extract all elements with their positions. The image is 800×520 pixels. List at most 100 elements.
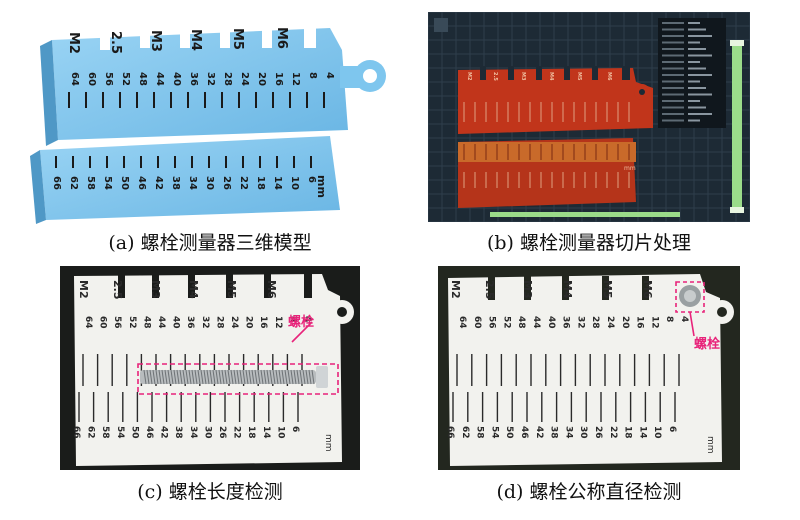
lower-scale-label-3d: 30 (204, 176, 215, 190)
lower-scale-label-photo: 54 (489, 426, 499, 439)
slot-label-photo: M3 (149, 280, 162, 299)
lower-scale-label-3d: 46 (136, 176, 147, 190)
caption-d: (d) 螺栓公称直径检测 (496, 481, 682, 503)
lower-scale-label-3d: 62 (68, 176, 79, 190)
upper-scale-label-photo: 60 (472, 316, 482, 329)
upper-scale-label-3d: 64 (69, 72, 80, 86)
lower-scale-label-photo: 54 (115, 426, 125, 439)
upper-scale-label-photo: 56 (487, 316, 497, 329)
lower-scale-label-photo: 10 (275, 426, 285, 439)
upper-scale-label-photo: 12 (649, 316, 659, 329)
upper-scale-label-photo: 48 (516, 316, 526, 329)
upper-scale-label-photo: 40 (171, 316, 181, 329)
lower-scale-label-photo: 34 (188, 426, 198, 439)
upper-scale-label-3d: 4 (324, 72, 335, 79)
lower-scale-label-photo: 62 (460, 426, 470, 439)
lower-scale-label-photo: 18 (246, 426, 256, 439)
annotation-leader-d (689, 311, 695, 337)
lower-scale-label-photo: 42 (159, 426, 169, 439)
slot-label-slicer: M5 (576, 72, 582, 81)
lower-scale-label-photo: 46 (519, 426, 529, 439)
sliced-part-upper (458, 68, 653, 134)
upper-scale-label-photo: 32 (200, 316, 210, 329)
lower-scale-label-photo: 30 (202, 426, 212, 439)
lower-scale-label-photo: 18 (623, 426, 633, 439)
layer-progress-bar[interactable] (490, 212, 680, 217)
slot-label-3d: M5 (230, 28, 245, 50)
printed-gauge-d (448, 274, 722, 466)
lower-scale-label-3d: 42 (153, 176, 164, 190)
lower-scale-label-photo: 62 (86, 426, 96, 439)
upper-scale-label-3d: 40 (171, 72, 182, 86)
slot-label-photo: 2.5 (111, 280, 124, 300)
upper-scale-label-photo: 56 (112, 316, 122, 329)
slot-label-photo: M3 (521, 280, 534, 299)
annotation-bolt-d: 螺栓 (694, 336, 720, 352)
lower-scale-label-photo: 14 (637, 426, 647, 439)
upper-scale-label-photo: 20 (244, 316, 254, 329)
lower-scale-label-3d: 50 (119, 176, 130, 190)
lower-scale-label-photo: 38 (173, 426, 183, 439)
lower-scale-label-photo: 46 (144, 426, 154, 439)
upper-scale-label-photo: 64 (83, 316, 93, 329)
upper-scale-label-photo: 8 (664, 316, 674, 322)
slicer-view-button[interactable] (434, 18, 448, 32)
upper-scale-label-photo: 36 (185, 316, 195, 329)
upper-scale-label-3d: 48 (137, 72, 148, 86)
slot-label-photo: 2.5 (483, 280, 496, 300)
lower-scale-label-photo: 30 (578, 426, 588, 439)
slot-label-3d: M2 (66, 32, 81, 54)
annotation-bolt-c: 螺栓 (288, 314, 314, 330)
slot-label-photo: M5 (225, 280, 238, 299)
lower-scale-label-3d: 18 (255, 176, 266, 190)
upper-scale-label-3d: 44 (154, 72, 165, 86)
lower-scale-label-photo: 22 (608, 426, 618, 439)
upper-scale-label-photo: 48 (141, 316, 151, 329)
upper-scale-label-photo: 8 (287, 316, 297, 322)
gauge-lower-body (40, 136, 340, 220)
lower-scale-label-photo: 50 (504, 426, 514, 439)
upper-scale-label-3d: 60 (86, 72, 97, 86)
upper-scale-label-photo: 32 (575, 316, 585, 329)
upper-scale-label-photo: 28 (590, 316, 600, 329)
caption-b: (b) 螺栓测量器切片处理 (486, 232, 692, 254)
upper-scale-label-3d: 8 (307, 72, 318, 79)
upper-scale-label-3d: 56 (103, 72, 114, 86)
upper-scale-label-3d: 52 (120, 72, 131, 86)
slot-label-photo: M2 (77, 280, 90, 299)
upper-scale-label-3d: 28 (222, 72, 233, 86)
annotation-leader-c (291, 321, 313, 343)
gauge-upper-side (40, 40, 58, 146)
lower-scale-label-photo: 50 (129, 426, 139, 439)
lower-scale-label-3d: 66 (51, 176, 62, 190)
lower-scale-label-photo: 42 (534, 426, 544, 439)
slot-label-slicer: M2 (466, 72, 472, 81)
lower-scale-label-photo: 26 (593, 426, 603, 439)
slot-label-photo: M6 (265, 280, 278, 299)
lower-scale-label-photo: 58 (100, 426, 110, 439)
caption-c: (c) 螺栓长度检测 (137, 481, 283, 503)
upper-scale-label-3d: 20 (256, 72, 267, 86)
upper-scale-label-photo: 64 (457, 316, 467, 329)
slot-label-slicer: M3 (520, 72, 526, 81)
lower-scale-label-photo: 66 (445, 426, 455, 439)
lower-scale-label-photo: 6 (667, 426, 677, 432)
svg-text:mm: mm (624, 165, 636, 172)
upper-scale-label-photo: 4 (302, 316, 312, 322)
svg-text:mm: mm (323, 434, 333, 452)
slot-label-3d: M6 (274, 27, 289, 49)
upper-scale-label-photo: 60 (98, 316, 108, 329)
lower-scale-label-3d: 14 (272, 176, 283, 190)
gauge-upper-body (52, 28, 348, 140)
upper-scale-label-photo: 12 (273, 316, 283, 329)
slicer-settings-panel (658, 18, 726, 128)
slot-label-photo: M4 (187, 280, 200, 299)
layer-slider[interactable] (732, 42, 742, 212)
